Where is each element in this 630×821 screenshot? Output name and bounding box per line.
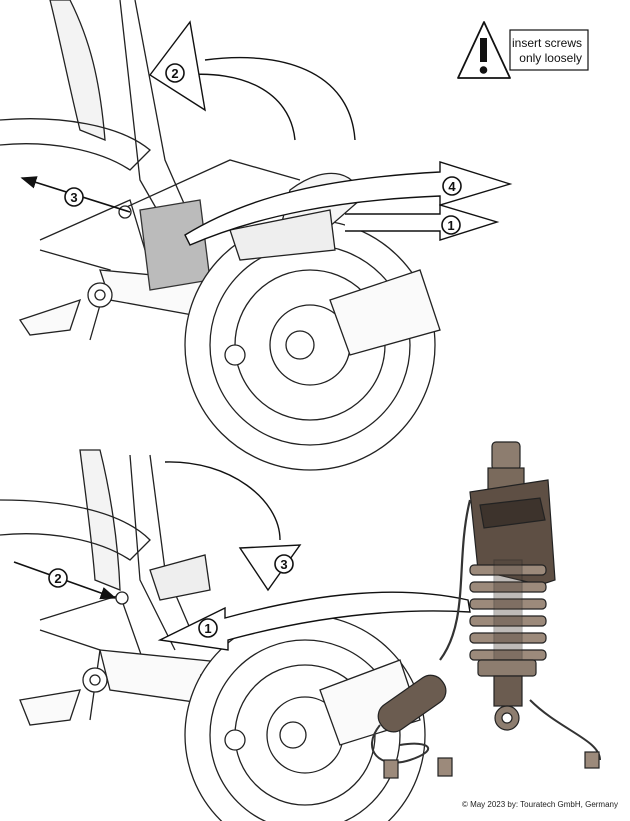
- bottom-arrows: [13, 461, 471, 651]
- top-marker-4: 4: [442, 176, 462, 196]
- top-motorcycle-drawing: [0, 0, 441, 471]
- top-marker-2-label: 2: [171, 66, 178, 81]
- bottom-marker-2-label: 2: [54, 571, 61, 586]
- warning-line2: only loosely: [519, 51, 582, 65]
- arrow-1-shaft: [345, 204, 500, 241]
- top-marker-3-label: 3: [70, 190, 77, 205]
- warning-box: insert screws only loosely: [457, 21, 589, 79]
- top-marker-1-label: 1: [447, 218, 454, 233]
- bottom-marker-1: 1: [198, 618, 218, 638]
- bottom-marker-2: 2: [48, 568, 68, 588]
- warning-line1: insert screws: [512, 36, 582, 50]
- top-marker-1: 1: [441, 215, 461, 235]
- arrow-4-shaft: [184, 161, 513, 246]
- top-marker-4-label: 4: [448, 179, 456, 194]
- top-marker-2: 2: [165, 63, 185, 83]
- arrow-1-shaft: [157, 591, 471, 651]
- top-marker-3: 3: [64, 187, 84, 207]
- bottom-marker-3-label: 3: [280, 557, 287, 572]
- bottom-marker-1-label: 1: [204, 621, 211, 636]
- copyright-text: © May 2023 by: Touratech GmbH, Germany: [461, 800, 618, 809]
- shock-absorber: [370, 441, 601, 779]
- arrow-2-curve: [184, 73, 296, 141]
- arrow-3-curve: [164, 461, 281, 541]
- bottom-marker-3: 3: [274, 554, 294, 574]
